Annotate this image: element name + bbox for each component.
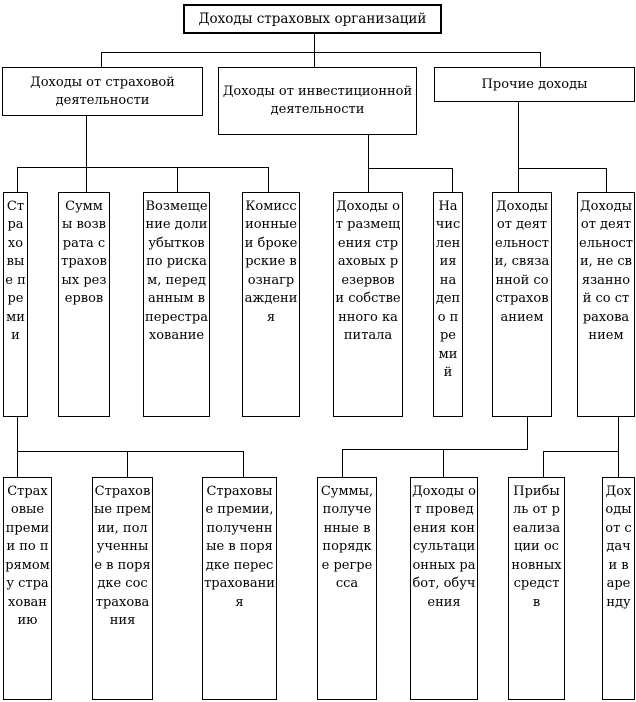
connector-line [368,135,369,193]
connector-line [527,417,528,450]
node-premium-depot-interest: Начисления на депо премий [433,192,463,417]
node-consulting-income: Доходы от проведения консультационных ра… [410,477,478,700]
node-non-insurance-income: Доходы от деятельности, не связанной со … [577,192,635,417]
connector-line [443,449,444,478]
connector-line [314,52,315,67]
connector-line [518,168,607,169]
connector-line [268,167,269,193]
node-insurance-related-income: Доходы от деятельности, связанной со стр… [492,192,552,417]
node-reinsurance-loss-compensation: Возмещение доли убытков по рискам, перед… [143,192,210,417]
connector-line [17,167,18,193]
node-investment-income: Доходы от инвестиционной деятельности [218,67,417,135]
connector-line [342,449,343,478]
node-regress-sums: Суммы, полученные в порядке регресса [317,477,377,700]
node-reinsurance-premiums: Страховые премии, полученные в порядке п… [202,477,277,700]
connector-line [127,451,128,478]
node-root: Доходы страховых организаций [183,4,442,34]
node-other-income: Прочие доходы [434,67,635,102]
node-direct-insurance-premiums: Страховые премии по прямому страхованию [3,477,52,700]
node-reserve-investment-income: Доходы от размещения страховых резервов … [333,192,403,417]
node-commission-brokerage: Комиссионные и брокерские вознаграждения [242,192,300,417]
connector-line [606,168,607,193]
connector-line [452,168,453,193]
connector-line [543,451,544,478]
connector-line [101,52,541,53]
node-insurance-premiums: Страховые премии [3,192,28,417]
connector-line [342,449,528,450]
node-rent-income: Доходы от сдачи в аренду [602,477,635,700]
connector-line [86,116,87,193]
node-coinsurance-premiums: Страховые премии, полученные в порядке с… [92,477,153,700]
connector-line [101,52,102,67]
connector-line [518,102,519,193]
connector-line [177,167,178,193]
connector-line [618,417,619,478]
connector-line [17,451,244,452]
connector-line [368,168,453,169]
connector-line [543,451,619,452]
connector-line [314,34,315,53]
connector-line [243,451,244,478]
connector-line [17,167,269,168]
node-insurance-income: Доходы от страховой деятельности [2,67,203,116]
node-reserve-returns: Суммы возврата страховых резервов [58,192,110,417]
connector-line [17,417,18,478]
node-fixed-assets-profit: Прибыль от реализации основных средств [508,477,565,700]
connector-line [540,52,541,67]
